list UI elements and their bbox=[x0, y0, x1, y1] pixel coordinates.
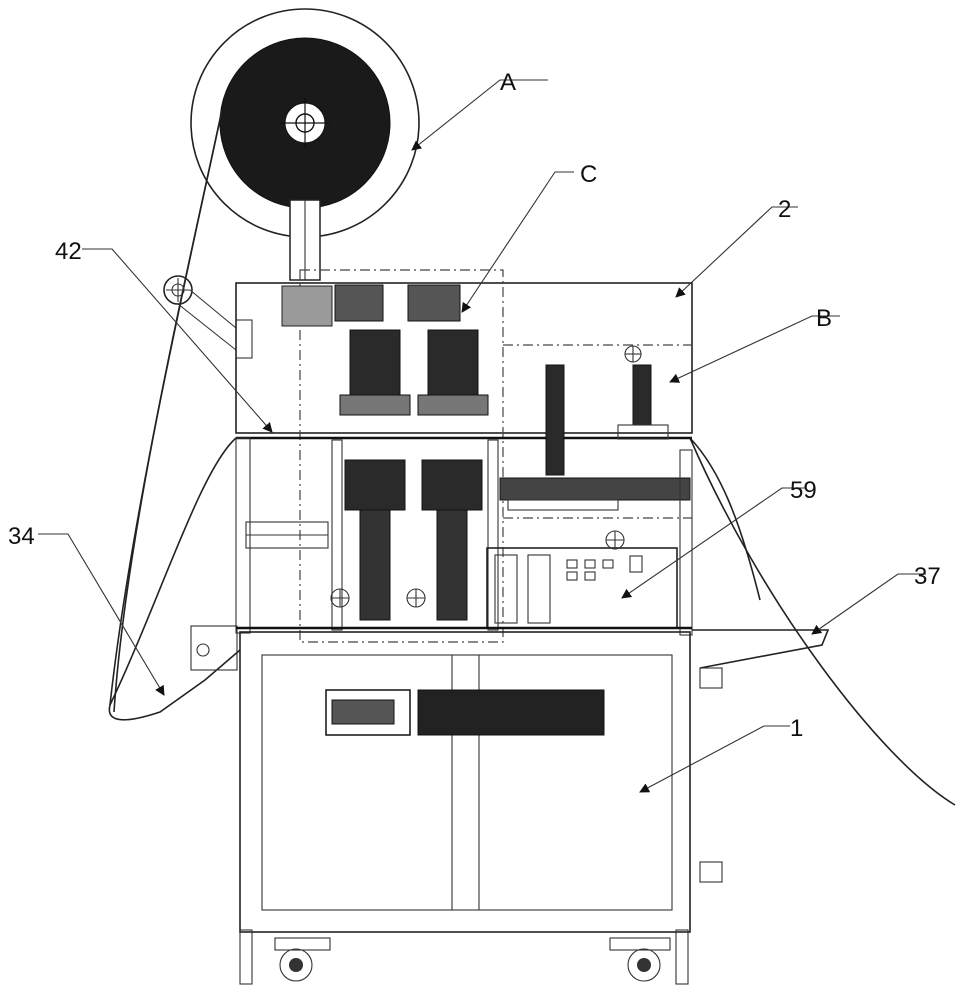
crimp-module-lower bbox=[330, 439, 499, 631]
tape-path bbox=[108, 109, 956, 806]
label-B: B bbox=[816, 305, 832, 332]
leader-lines bbox=[38, 79, 926, 793]
upper-panel bbox=[235, 269, 693, 643]
label-59: 59 bbox=[790, 477, 817, 504]
label-34: 34 bbox=[8, 523, 35, 550]
label-A: A bbox=[500, 69, 516, 96]
guide-roller bbox=[163, 275, 253, 359]
label-C: C bbox=[580, 161, 597, 188]
crimp-module-upper bbox=[281, 284, 489, 416]
label-2: 2 bbox=[778, 196, 791, 223]
feeder-module bbox=[499, 364, 691, 511]
tape-reel bbox=[190, 8, 420, 281]
right-rail-and-arm bbox=[679, 449, 830, 883]
cabinet bbox=[236, 626, 692, 933]
left-bracket bbox=[190, 437, 329, 671]
label-1: 1 bbox=[790, 715, 803, 742]
label-42: 42 bbox=[55, 238, 82, 265]
label-37: 37 bbox=[914, 563, 941, 590]
wheels bbox=[239, 929, 689, 985]
table-top bbox=[109, 436, 761, 706]
